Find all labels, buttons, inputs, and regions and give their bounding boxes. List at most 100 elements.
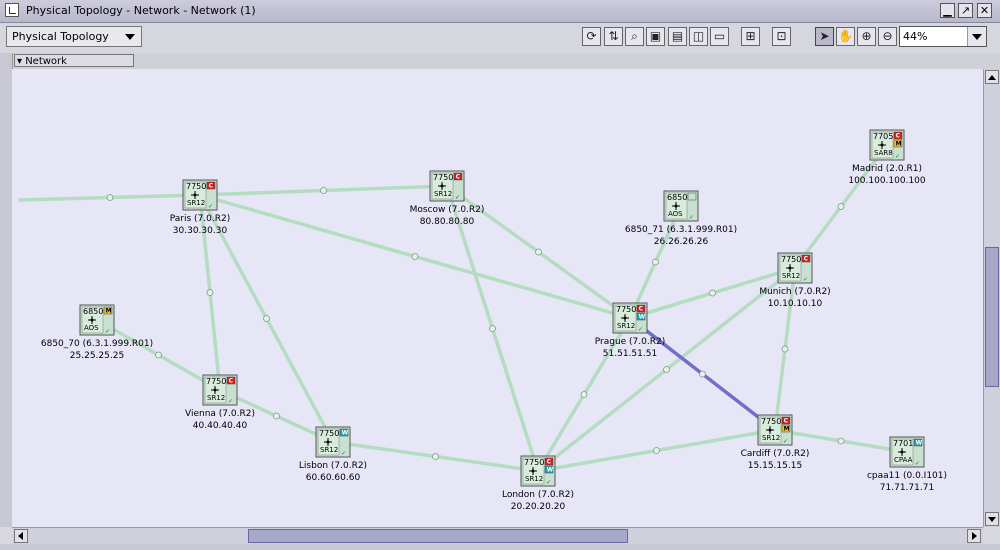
link-moscow-prague[interactable]: [445, 184, 632, 320]
pan-hand-icon[interactable]: ✋: [836, 27, 855, 46]
link-midpoint-handle[interactable]: [781, 345, 789, 353]
link-midpoint-handle[interactable]: [155, 351, 162, 359]
properties-icon[interactable]: ▤: [668, 27, 687, 46]
link-london-cardiff[interactable]: [536, 428, 777, 473]
window-icon[interactable]: ▭: [710, 27, 729, 46]
link-paris-moscow[interactable]: [198, 184, 449, 197]
scroll-left-icon[interactable]: [14, 529, 28, 543]
node-model-label: 6850: [667, 193, 687, 202]
status-badge: [206, 181, 216, 190]
link-midpoint-handle[interactable]: [653, 447, 660, 454]
link-munich-madrid[interactable]: [793, 143, 889, 270]
link-paris-vienna[interactable]: [198, 193, 222, 392]
link-paris-prague[interactable]: [198, 193, 632, 320]
link-cardiff-cpaa11[interactable]: [773, 428, 909, 454]
link-midpoint-handle[interactable]: [273, 412, 280, 420]
link-midpoint-handle[interactable]: [535, 248, 542, 256]
sort-icon[interactable]: ⇅: [604, 27, 623, 46]
status-badge: [544, 457, 554, 466]
zoom-in-icon[interactable]: ⊕: [857, 27, 876, 46]
link-midpoint-handle[interactable]: [580, 391, 588, 398]
status-badge: [893, 131, 903, 140]
layers-icon[interactable]: ◫: [689, 27, 708, 46]
node-ip-label: 60.60.60.60: [306, 473, 361, 483]
link-midpoint-handle[interactable]: [320, 187, 327, 194]
svg-text:C: C: [229, 378, 234, 385]
scroll-down-icon[interactable]: [985, 512, 999, 526]
horizontal-scrollbar[interactable]: [12, 527, 983, 544]
node-name-label: Cardiff (7.0.R2): [741, 449, 810, 459]
vertical-scrollbar[interactable]: [983, 69, 1000, 527]
fit-icon[interactable]: ⊡: [772, 27, 791, 46]
router-icon: [529, 467, 537, 475]
node-ip-label: 40.40.40.40: [193, 421, 248, 431]
link-midpoint-handle[interactable]: [411, 253, 419, 260]
check-icon: ✓: [689, 214, 694, 221]
vertical-scroll-thumb[interactable]: [985, 247, 999, 387]
layout-icon[interactable]: ⊞: [741, 27, 760, 46]
link-midpoint-handle[interactable]: [432, 453, 439, 460]
link-munich-cardiff[interactable]: [773, 266, 797, 432]
minimize-icon[interactable]: ▁: [940, 3, 955, 18]
link-midpoint-handle[interactable]: [837, 203, 845, 210]
close-icon[interactable]: ✕: [977, 3, 992, 18]
link-vienna-lisbon[interactable]: [218, 388, 335, 444]
link-midpoint-handle[interactable]: [652, 258, 659, 266]
link-london-munich[interactable]: [536, 266, 797, 473]
link-london-prague[interactable]: [536, 316, 632, 473]
binoculars-icon[interactable]: ⌕: [625, 27, 644, 46]
link-n6850-70-vienna[interactable]: [95, 318, 222, 392]
link-midpoint-handle[interactable]: [709, 289, 716, 297]
link-midpoint-handle[interactable]: [263, 315, 270, 322]
status-badge: [801, 254, 811, 263]
node-name-label: Vienna (7.0.R2): [185, 409, 255, 419]
maximize-icon[interactable]: ↗: [958, 3, 973, 18]
node-name-label: London (7.0.R2): [502, 490, 574, 500]
link-paris-lisbon[interactable]: [198, 193, 335, 444]
link-midpoint-handle[interactable]: [206, 289, 214, 296]
router-icon: [898, 448, 906, 456]
tab-network[interactable]: ▾ Network: [14, 54, 134, 67]
zoom-level-dropdown[interactable]: 44%: [899, 26, 987, 47]
node-name-label: Lisbon (7.0.R2): [299, 461, 367, 471]
node-ip-label: 20.20.20.20: [511, 502, 566, 512]
link-midpoint-handle[interactable]: [699, 370, 706, 378]
link-lisbon-london[interactable]: [331, 440, 540, 473]
node-model-label: 7750: [206, 377, 226, 386]
link-midpoint-handle[interactable]: [489, 325, 496, 332]
node-model-label: 7750: [524, 458, 544, 467]
link-moscow-london[interactable]: [445, 184, 540, 473]
link-edge-left-paris[interactable]: [18, 193, 202, 202]
link-prague-munich[interactable]: [628, 266, 797, 320]
refresh-icon[interactable]: ⟳: [582, 27, 601, 46]
link-midpoint-handle[interactable]: [106, 194, 114, 201]
scroll-up-icon[interactable]: [985, 70, 999, 84]
node-name-label: 6850_71 (6.3.1.999.R01): [625, 225, 737, 235]
zoom-out-icon[interactable]: ⊖: [878, 27, 897, 46]
link-prague-n6850-71[interactable]: [628, 204, 683, 320]
topology-app-icon: [5, 3, 19, 17]
link-midpoint-handle[interactable]: [837, 437, 845, 445]
view-selector-dropdown[interactable]: Physical Topology: [6, 26, 142, 47]
status-badge: [636, 304, 646, 313]
horizontal-scroll-thumb[interactable]: [248, 529, 628, 543]
scroll-right-icon[interactable]: [967, 529, 981, 543]
select-pointer-icon[interactable]: ➤: [815, 27, 834, 46]
link-midpoint-handle[interactable]: [663, 366, 670, 373]
link-prague-cardiff[interactable]: [628, 316, 777, 432]
save-icon[interactable]: ▣: [646, 27, 665, 46]
